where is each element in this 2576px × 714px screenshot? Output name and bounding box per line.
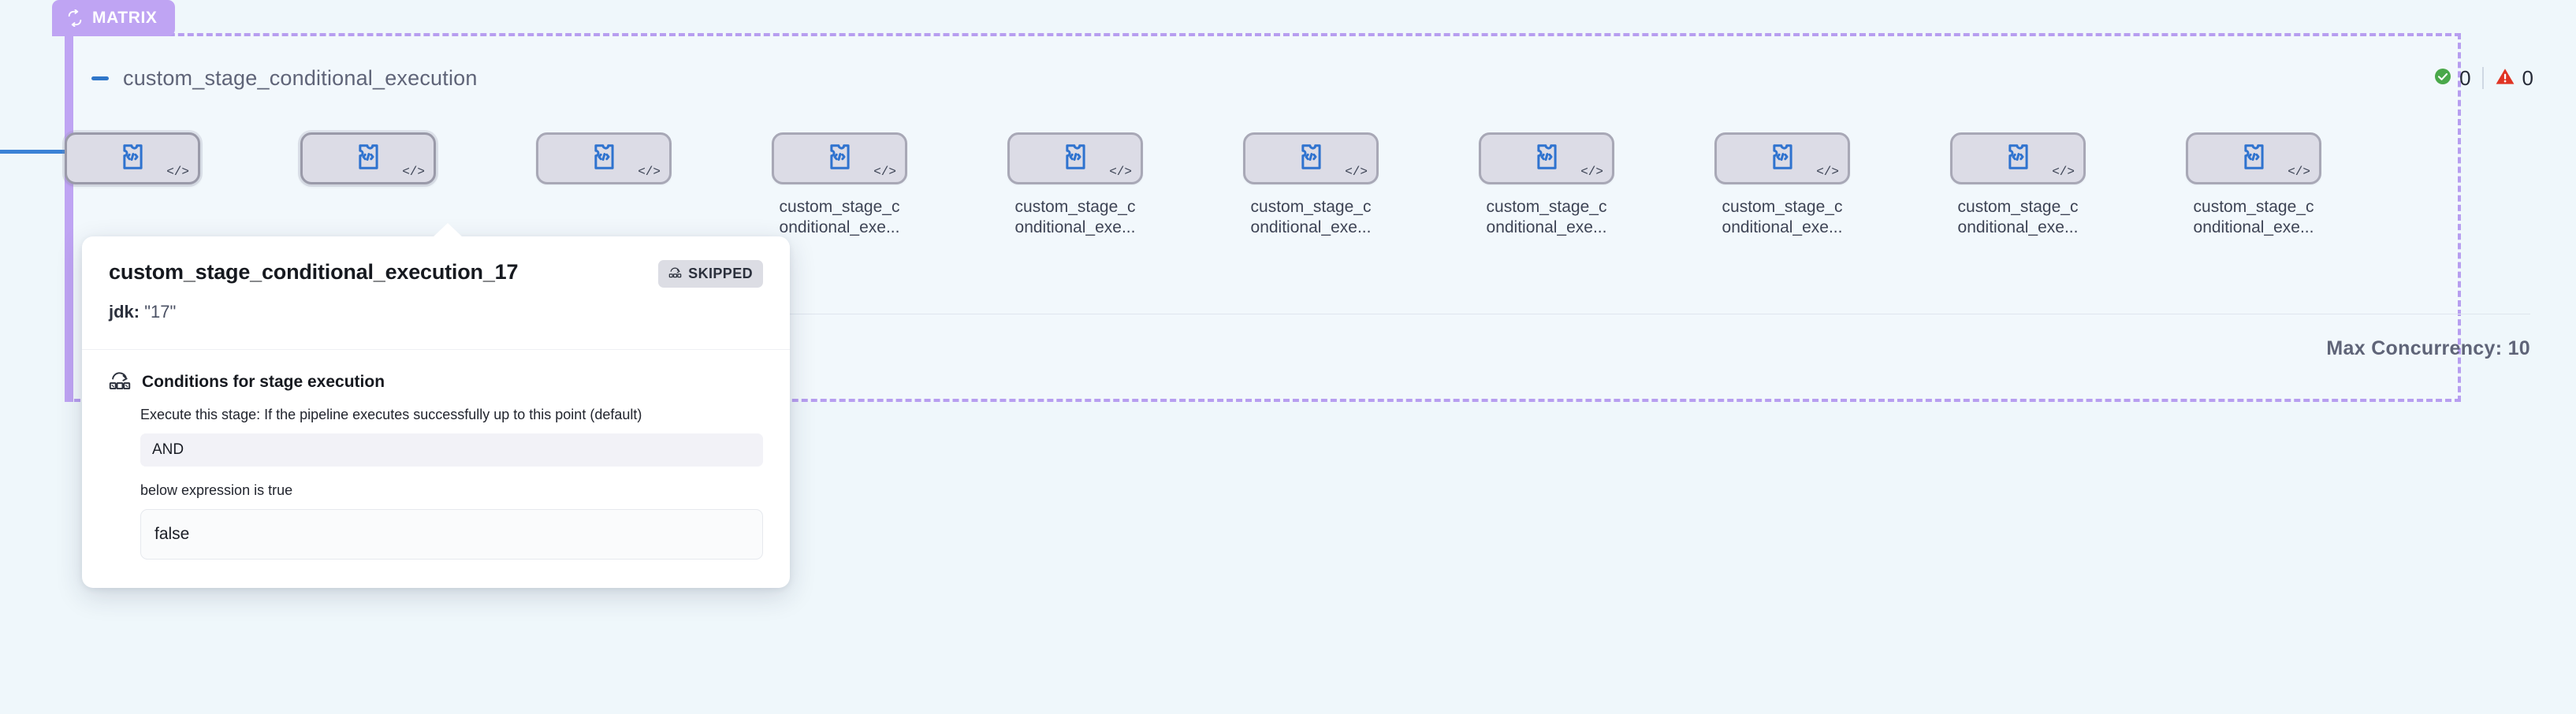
incoming-edge xyxy=(0,150,65,154)
code-tag-icon: </> xyxy=(1345,165,1368,179)
matrix-node-box[interactable]: </> xyxy=(65,132,200,184)
conditions-expression-input[interactable]: false xyxy=(140,509,763,560)
code-tag-icon: </> xyxy=(638,165,661,179)
popover-parameter-key: jdk: xyxy=(109,302,140,322)
matrix-node-10[interactable]: </> custom_stage_c onditional_exe... xyxy=(2175,132,2332,239)
conditions-heading: Conditions for stage execution xyxy=(142,373,385,391)
matrix-node-box[interactable]: </> xyxy=(1714,132,1850,184)
custom-stage-code-icon xyxy=(1296,142,1326,176)
matrix-node-label-line1: custom_stage_c xyxy=(1250,198,1372,216)
matrix-node-box[interactable]: </> xyxy=(2186,132,2321,184)
matrix-node-label: custom_stage_c onditional_exe... xyxy=(996,197,1154,239)
matrix-node-box[interactable]: </> xyxy=(772,132,907,184)
code-tag-icon: </> xyxy=(873,165,896,179)
code-tag-icon: </> xyxy=(2288,165,2310,179)
matrix-badge[interactable]: MATRIX xyxy=(52,0,175,36)
custom-stage-code-icon xyxy=(1767,142,1797,176)
custom-stage-code-icon xyxy=(589,142,619,176)
custom-stage-code-icon xyxy=(353,142,383,176)
conditions-operator: AND xyxy=(140,433,763,467)
matrix-node-label-line1: custom_stage_c xyxy=(1014,198,1136,216)
matrix-group-status: 0 0 xyxy=(2433,66,2552,91)
matrix-node-label-line2: onditional_exe... xyxy=(779,218,900,237)
matrix-node-7[interactable]: </> custom_stage_c onditional_exe... xyxy=(1468,132,1625,239)
matrix-node-label-line2: onditional_exe... xyxy=(1957,218,2079,237)
matrix-node-label: custom_stage_c onditional_exe... xyxy=(1232,197,1390,239)
warning-triangle-icon xyxy=(2495,67,2515,90)
max-concurrency-label: Max Concurrency: 10 xyxy=(2326,337,2530,359)
matrix-node-label-line2: onditional_exe... xyxy=(1486,218,1607,237)
popover-arrow xyxy=(433,223,463,237)
code-tag-icon: </> xyxy=(2052,165,2075,179)
check-circle-icon xyxy=(2433,67,2452,90)
conditions-note: below expression is true xyxy=(140,482,293,498)
conditions-branch-icon xyxy=(109,370,131,394)
popover-parameter-value: "17" xyxy=(144,302,177,322)
popover-parameter: jdk: "17" xyxy=(109,302,763,322)
loop-refresh-icon xyxy=(66,9,84,27)
popover-title: custom_stage_conditional_execution_17 xyxy=(109,260,519,284)
matrix-node-1[interactable]: </>custom_stage_conditional_exe... xyxy=(54,132,211,239)
code-tag-icon: </> xyxy=(166,165,189,179)
code-tag-icon: </> xyxy=(1109,165,1132,179)
error-count: 0 xyxy=(2522,65,2533,90)
matrix-node-9[interactable]: </> custom_stage_c onditional_exe... xyxy=(1939,132,2097,239)
custom-stage-code-icon xyxy=(1060,142,1090,176)
stage-detail-popover: custom_stage_conditional_execution_17 SK… xyxy=(82,223,790,588)
matrix-group-left-accent xyxy=(65,33,73,402)
matrix-node-box[interactable]: </> xyxy=(536,132,672,184)
minus-icon[interactable] xyxy=(87,65,114,91)
matrix-node-label-line2: onditional_exe... xyxy=(1722,218,1843,237)
matrix-node-6[interactable]: </> custom_stage_c onditional_exe... xyxy=(1232,132,1390,239)
matrix-node-box[interactable]: </> xyxy=(1950,132,2086,184)
matrix-node-label-line1: custom_stage_c xyxy=(779,198,900,216)
code-tag-icon: </> xyxy=(1816,165,1839,179)
matrix-group-title: custom_stage_conditional_execution xyxy=(123,65,478,90)
matrix-node-label: custom_stage_c onditional_exe... xyxy=(2175,197,2332,239)
matrix-group-header: custom_stage_conditional_execution 0 xyxy=(87,60,2552,96)
success-count: 0 xyxy=(2459,65,2471,90)
code-tag-icon: </> xyxy=(402,165,425,179)
matrix-node-box[interactable]: </> xyxy=(1007,132,1143,184)
matrix-node-label-line1: custom_stage_c xyxy=(1957,198,2079,216)
error-status: 0 xyxy=(2495,66,2533,91)
custom-stage-code-icon xyxy=(2239,142,2269,176)
matrix-node-8[interactable]: </> custom_stage_c onditional_exe... xyxy=(1703,132,1861,239)
matrix-node-box[interactable]: </> xyxy=(1479,132,1614,184)
matrix-node-label-line2: onditional_exe... xyxy=(1250,218,1372,237)
matrix-badge-label: MATRIX xyxy=(92,9,158,27)
status-divider xyxy=(2481,67,2484,89)
matrix-node-label: custom_stage_c onditional_exe... xyxy=(1468,197,1625,239)
conditions-description: Execute this stage: If the pipeline exec… xyxy=(140,407,642,422)
matrix-node-label-line1: custom_stage_c xyxy=(1486,198,1607,216)
matrix-node-label-line1: custom_stage_c xyxy=(2193,198,2314,216)
matrix-node-label: custom_stage_c onditional_exe... xyxy=(1703,197,1861,239)
popover-header: custom_stage_conditional_execution_17 SK… xyxy=(82,236,790,350)
status-badge: SKIPPED xyxy=(658,260,763,288)
matrix-node-4[interactable]: </> custom_stage_c onditional_exe... xyxy=(761,132,918,239)
matrix-node-label: custom_stage_c onditional_exe... xyxy=(1939,197,2097,239)
custom-stage-code-icon xyxy=(2003,142,2033,176)
success-status: 0 xyxy=(2433,65,2471,91)
code-tag-icon: </> xyxy=(1580,165,1603,179)
matrix-node-label: custom_stage_c onditional_exe... xyxy=(761,197,918,239)
matrix-node-3[interactable]: </>custom_stage_conditional_exe... xyxy=(525,132,683,239)
matrix-node-label-line2: onditional_exe... xyxy=(1014,218,1136,237)
custom-stage-code-icon xyxy=(117,142,147,176)
status-badge-label: SKIPPED xyxy=(688,266,753,281)
matrix-node-box[interactable]: </> xyxy=(300,132,436,184)
custom-stage-code-icon xyxy=(825,142,854,176)
skipped-conditions-icon xyxy=(668,266,682,282)
matrix-node-5[interactable]: </> custom_stage_c onditional_exe... xyxy=(996,132,1154,239)
matrix-node-label-line2: onditional_exe... xyxy=(2193,218,2314,237)
matrix-node-2[interactable]: </>custom_stage_conditional_exe... xyxy=(289,132,447,239)
popover-body: Conditions for stage execution Execute t… xyxy=(82,350,790,588)
matrix-node-box[interactable]: </> xyxy=(1243,132,1379,184)
matrix-node-label-line1: custom_stage_c xyxy=(1722,198,1843,216)
custom-stage-code-icon xyxy=(1532,142,1562,176)
